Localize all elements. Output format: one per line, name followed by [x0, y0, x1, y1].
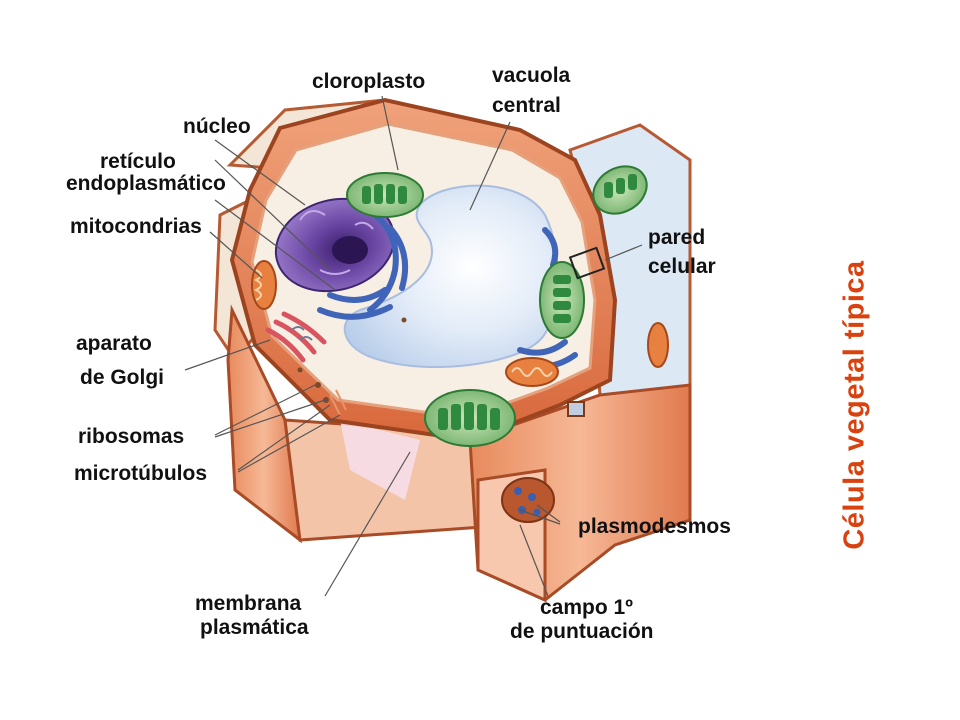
diagram-title: Célula vegetal típica [838, 260, 871, 550]
ribosomes-microtubules [291, 317, 407, 416]
label-campo-line2: de puntuación [510, 620, 654, 643]
leader-lines [184, 95, 643, 597]
golgi-apparatus [265, 311, 327, 363]
label-vacuola-line1: vacuola [492, 64, 571, 87]
label-pared-line2: celular [648, 255, 716, 278]
wall-detail-box [567, 246, 606, 417]
mitochondria [251, 260, 669, 387]
chloroplasts [346, 165, 648, 447]
label-membrana-line2: plasmática [200, 616, 309, 639]
label-nucleo: núcleo [183, 115, 251, 138]
label-microtubulos: microtúbulos [74, 462, 208, 485]
label-reticulo-line1: retículo [100, 150, 176, 173]
label-aparato-line1: aparato [76, 332, 152, 355]
central-vacuole [343, 184, 559, 368]
label-membrana-line1: membrana [195, 592, 302, 615]
label-pared-line1: pared [648, 226, 706, 249]
label-campo-line1: campo 1º [540, 596, 633, 619]
label-ribosomas: ribosomas [78, 425, 185, 448]
label-reticulo-line2: endoplasmático [66, 172, 226, 195]
label-cloroplasto: cloroplasto [312, 70, 426, 93]
label-plasmodesmos: plasmodesmos [578, 515, 731, 538]
label-vacuola-line2: central [492, 94, 561, 117]
label-mitocondrias: mitocondrias [70, 215, 202, 238]
label-aparato-line2: de Golgi [80, 366, 164, 389]
front-wall-faces [226, 304, 692, 603]
